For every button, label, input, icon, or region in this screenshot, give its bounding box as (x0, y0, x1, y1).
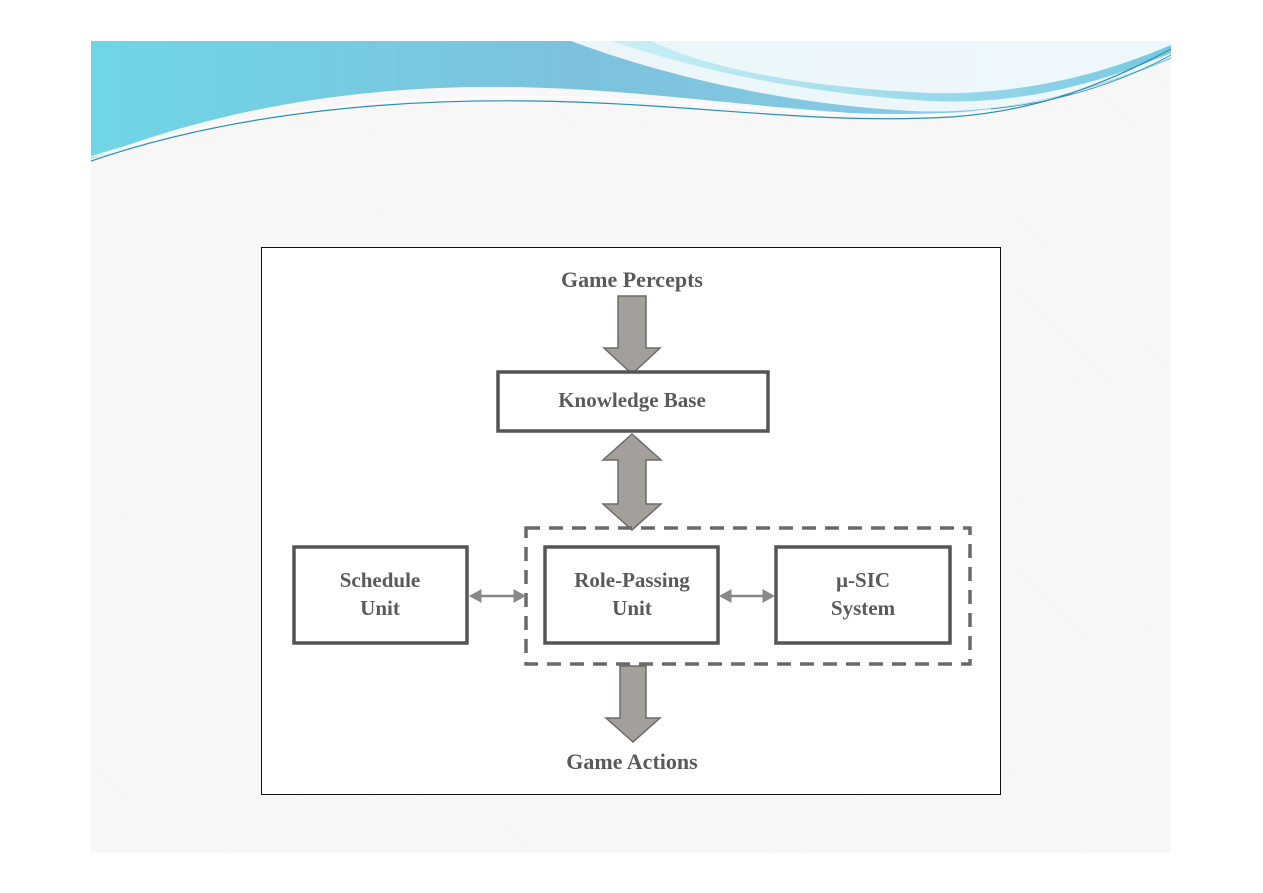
diagram-graphics (292, 295, 972, 744)
sic-system-box (774, 545, 952, 645)
schedule-unit-box (292, 545, 469, 645)
sic-system-line2: System (830, 596, 896, 620)
schedule-unit-line1: Schedule (339, 568, 421, 592)
header-wave-banner (91, 41, 1171, 162)
role-passing-unit-label: Role-Passing Unit (547, 566, 717, 622)
percepts-arrow (602, 295, 662, 376)
schedule-unit-line2: Unit (360, 596, 400, 620)
sic-system-line1: µ-SIC (835, 568, 891, 592)
slide: Game Percepts Knowledge Base Schedule Un… (91, 41, 1171, 853)
game-percepts-label: Game Percepts (561, 267, 703, 292)
sic-system-label: µ-SIC System (778, 566, 948, 622)
actions-arrow (604, 665, 662, 744)
knowledge-base-label: Knowledge Base (558, 388, 706, 412)
schedule-unit-label: Schedule Unit (295, 566, 465, 622)
role-passing-unit-line2: Unit (612, 596, 652, 620)
schedule-role-arrow (468, 589, 527, 603)
role-passing-unit-box (543, 545, 720, 645)
role-sic-arrow (718, 589, 776, 603)
game-actions-label: Game Actions (566, 749, 698, 774)
kb-role-double-arrow (601, 432, 663, 532)
role-passing-unit-line1: Role-Passing (574, 568, 690, 592)
knowledge-base-box (496, 370, 770, 433)
architecture-diagram: Game Percepts Knowledge Base Schedule Un… (261, 247, 1001, 795)
